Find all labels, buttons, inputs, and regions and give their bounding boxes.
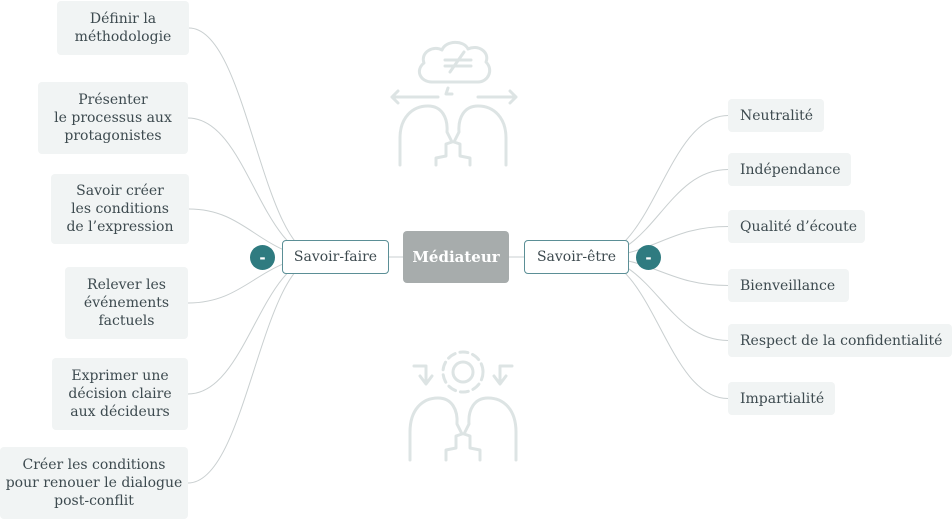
leaf-label: Créer les conditions pour renouer le dia… xyxy=(5,457,183,509)
leaf-label: Relever les événements factuels xyxy=(83,277,170,329)
leaf-label: Neutralité xyxy=(740,107,814,124)
right-leaf-connector xyxy=(591,115,729,258)
leaf-node-left[interactable]: Définir la méthodologie xyxy=(57,1,189,55)
left-leaf-connector xyxy=(187,256,321,484)
leaf-node-left[interactable]: Savoir créer les conditions de l’express… xyxy=(51,174,189,244)
leaf-label: Définir la méthodologie xyxy=(74,11,172,45)
leaf-label: Bienveillance xyxy=(740,277,836,294)
leaf-node-right[interactable]: Impartialité xyxy=(728,382,835,415)
leaf-node-left[interactable]: Créer les conditions pour renouer le dia… xyxy=(0,447,188,519)
branch-savoir-faire[interactable]: Savoir-faire xyxy=(282,240,389,274)
leaf-label: Indépendance xyxy=(740,161,841,178)
leaf-node-right[interactable]: Respect de la confidentialité xyxy=(728,324,952,357)
leaf-node-left[interactable]: Présenter le processus aux protagonistes xyxy=(38,82,188,154)
heads-gear-icon xyxy=(408,350,518,462)
central-node[interactable]: Médiateur xyxy=(403,231,509,283)
collapse-symbol: - xyxy=(259,248,266,267)
leaf-node-right[interactable]: Neutralité xyxy=(728,99,824,132)
left-leaf-connector xyxy=(187,256,321,395)
leaf-label: Savoir créer les conditions de l’express… xyxy=(66,183,174,235)
central-node-label: Médiateur xyxy=(412,248,500,266)
collapse-savoir-faire-button[interactable]: - xyxy=(250,245,275,270)
collapse-symbol: - xyxy=(645,248,652,267)
branch-savoir-etre[interactable]: Savoir-être xyxy=(524,240,629,274)
leaf-label: Impartialité xyxy=(740,390,825,407)
leaf-node-right[interactable]: Bienveillance xyxy=(728,269,849,302)
leaf-node-left[interactable]: Exprimer une décision claire aux décideu… xyxy=(52,358,188,430)
right-leaf-connector xyxy=(591,256,729,399)
branch-label: Savoir-être xyxy=(536,249,617,265)
collapse-savoir-etre-button[interactable]: - xyxy=(636,245,661,270)
leaf-node-right[interactable]: Indépendance xyxy=(728,153,851,186)
leaf-node-right[interactable]: Qualité d’écoute xyxy=(728,210,865,243)
leaf-node-left[interactable]: Relever les événements factuels xyxy=(65,267,188,339)
leaf-label: Exprimer une décision claire aux décideu… xyxy=(68,368,172,420)
leaf-label: Respect de la confidentialité xyxy=(740,332,943,349)
leaf-label: Présenter le processus aux protagonistes xyxy=(54,92,172,144)
leaf-label: Qualité d’écoute xyxy=(740,218,858,235)
left-leaf-connector xyxy=(187,117,321,258)
left-leaf-connector xyxy=(188,27,321,258)
branch-label: Savoir-faire xyxy=(293,249,378,265)
thinking-heads-not-equal-icon xyxy=(390,40,518,167)
